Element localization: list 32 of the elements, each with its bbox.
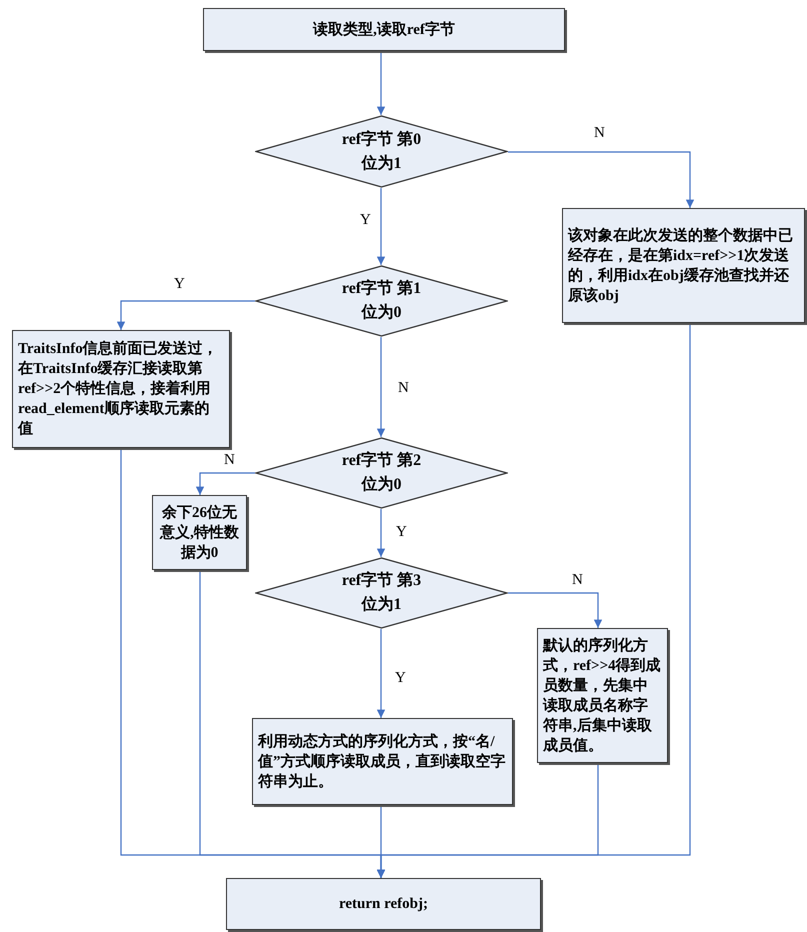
condition-text: ref字节 第3位为1 (340, 570, 422, 615)
step-text: return refobj; (338, 895, 428, 914)
step-text: 余下26位无意义,特性数据为0 (158, 504, 240, 562)
decision-diamond (255, 557, 508, 629)
arrow (508, 592, 602, 628)
process-box (226, 878, 541, 930)
arrow (376, 509, 386, 557)
process-box (12, 330, 230, 448)
arrow (376, 188, 386, 265)
decision-diamond (255, 437, 508, 509)
process-box (152, 495, 247, 570)
process-box (562, 208, 805, 323)
step-text: TraitsInfo信息前面已发送过，在TraitsInfo缓存汇接读取第ref>>2个特性信息，接着利用read_element顺序读取元素的值 (18, 339, 219, 439)
decision-diamond (255, 115, 508, 188)
arrow (376, 629, 386, 718)
condition-text: ref字节 第1位为0 (340, 278, 422, 323)
arrow (196, 472, 255, 495)
step-text: 利用动态方式的序列化方式，按“名/值”方式顺序读取成员，直到读取空字符串为止。 (258, 732, 506, 792)
step-text: 该对象在此次发送的整个数据中已经存在，是在第idx=ref>>1次发送的，利用idx在obj缓存池查找并还原该obj (568, 226, 794, 306)
process-box (203, 8, 565, 51)
arrow (376, 337, 386, 437)
step-text: 默认的序列化方式，ref>>4得到成员数量，先集中读取成员名称字符串,后集中读取成员值。 (543, 636, 662, 756)
condition-text: ref字节 第2位为0 (340, 450, 422, 495)
arrow (508, 151, 694, 208)
process-box (252, 718, 513, 805)
process-box (537, 628, 668, 763)
step-text: 读取类型,读取ref字节 (313, 20, 455, 40)
condition-text: ref字节 第0位为1 (340, 129, 422, 174)
arrow (376, 323, 691, 878)
arrow (376, 51, 386, 115)
arrow (116, 300, 255, 330)
decision-diamond (255, 265, 508, 337)
